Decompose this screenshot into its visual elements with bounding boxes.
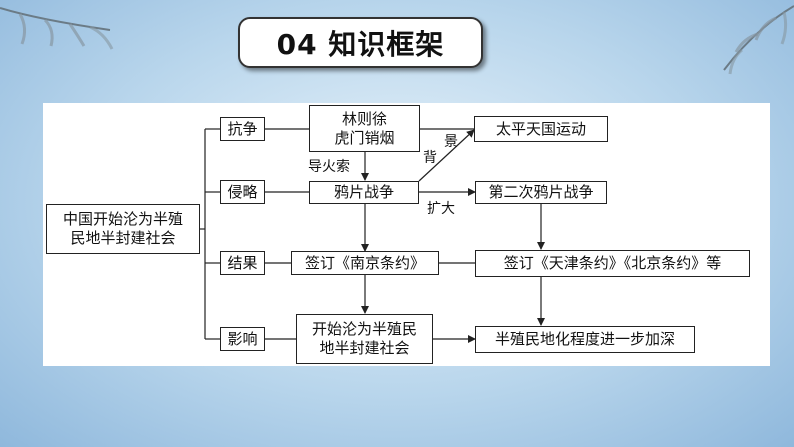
root-node: 中国开始沦为半殖 民地半封建社会 [46, 204, 200, 254]
label-fuse: 导火索 [308, 159, 350, 175]
connector-lines [200, 128, 545, 343]
node-taiping: 太平天国运动 [474, 116, 608, 142]
category-resistance: 抗争 [220, 117, 265, 141]
node-opium-war: 鸦片战争 [309, 181, 419, 204]
label-background-1: 背 [423, 150, 437, 166]
label-expand: 扩大 [427, 201, 455, 217]
node-deepening: 半殖民地化程度进一步加深 [475, 326, 695, 353]
node-lin-zexu: 林则徐 虎门销烟 [309, 105, 420, 152]
node-tianjin-beijing-treaties: 签订《天津条约》《北京条约》等 [475, 250, 750, 277]
knowledge-framework-panel: 中国开始沦为半殖 民地半封建社会 抗争 侵略 结果 影响 林则徐 虎门销烟 鸦片… [43, 103, 770, 366]
label-background-2: 景 [444, 134, 458, 150]
node-nanjing-treaty: 签订《南京条约》 [291, 251, 439, 275]
bamboo-branch-decoration-left [0, 7, 114, 50]
category-impact: 影响 [220, 327, 265, 351]
category-aggression: 侵略 [220, 180, 265, 204]
page-title: 04 知识框架 [238, 17, 483, 68]
node-semi-colonial-start: 开始沦为半殖民 地半封建社会 [296, 314, 433, 364]
category-result: 结果 [220, 251, 265, 275]
bamboo-branch-decoration-right [723, 5, 794, 75]
node-second-opium-war: 第二次鸦片战争 [475, 181, 607, 204]
